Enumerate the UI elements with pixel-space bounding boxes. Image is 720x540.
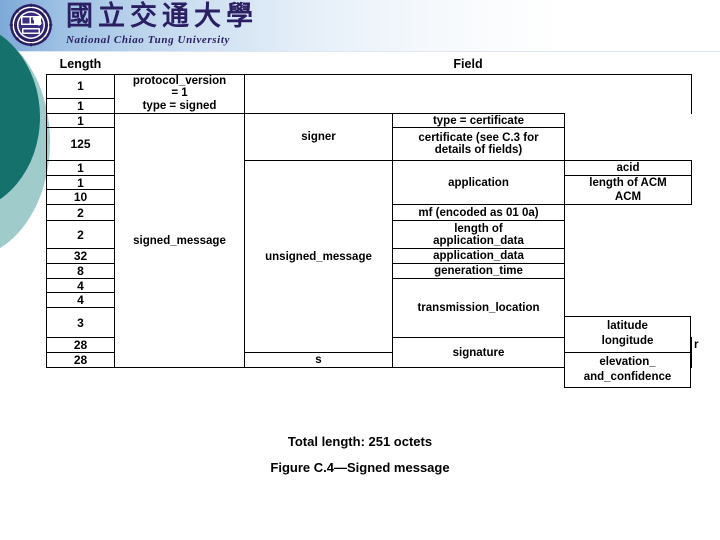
university-name-block: 國立交通大學 National Chiao Tung University — [66, 1, 326, 46]
field-certificate: certificate (see C.3 for details of fiel… — [392, 127, 565, 161]
length-cell: 4 — [46, 278, 115, 293]
length-app-data-line1: length of — [454, 222, 503, 235]
field-elevation-line2: and_confidence — [583, 371, 672, 383]
field-longitude: longitude — [601, 335, 654, 347]
certificate-line2: details of fields) — [434, 144, 523, 156]
field-signer: signer — [244, 113, 393, 161]
certificate-line1: certificate (see C.3 for — [418, 132, 539, 144]
latlong-group: latitude longitude — [565, 317, 690, 353]
university-seal-icon — [9, 3, 53, 47]
length-cell: 3 — [46, 307, 115, 338]
table-row: 8 generation_time — [46, 263, 692, 279]
table-row: 1 signed_message signer type = certifica… — [46, 113, 692, 368]
caption-figure-title: Figure C.4—Signed message — [270, 460, 450, 475]
table-header-row: Length Field — [46, 56, 692, 75]
university-name-chinese: 國立交通大學 — [66, 1, 258, 32]
protocol-version-line2: = 1 — [171, 86, 188, 99]
field-signed-message: signed_message — [114, 113, 245, 368]
caption-total-length: Total length: 251 octets — [287, 434, 433, 449]
length-cell: 32 — [46, 248, 115, 264]
length-cell: 28 — [46, 337, 115, 353]
field-type-signed: type = signed — [114, 98, 245, 114]
length-cell: 2 — [46, 204, 115, 221]
length-cell: 1 — [46, 175, 115, 190]
field-application: application — [392, 160, 565, 205]
empty-cell — [565, 114, 692, 161]
field-length-of-application-data: length of application_data — [392, 220, 565, 249]
length-cell: 8 — [46, 263, 115, 279]
table-row: 1 unsigned_message application acid — [46, 160, 693, 353]
field-s: s — [244, 352, 393, 368]
field-acm: ACM — [563, 189, 693, 205]
field-length-of-acm: length of ACM — [563, 175, 693, 190]
empty-cell — [243, 73, 693, 114]
table-row: 1 length of ACM — [46, 175, 693, 190]
header-divider — [0, 51, 720, 52]
field-type-certificate: type = certificate — [392, 113, 565, 128]
field-unsigned-message: unsigned_message — [244, 160, 393, 353]
table-row: 32 application_data — [46, 248, 692, 264]
transmission-location-subfields: latitude longitude elevation_ and_confid… — [564, 316, 691, 388]
length-cell: 28 — [46, 352, 115, 368]
length-cell: 1 — [46, 160, 115, 176]
field-generation-time: generation_time — [392, 263, 565, 279]
length-cell: 4 — [46, 292, 115, 308]
table-row: 1 protocol_version = 1 — [46, 73, 693, 114]
field-application-data: application_data — [392, 248, 565, 264]
field-mf: mf (encoded as 01 0a) — [392, 204, 565, 221]
elevation-group: elevation_ and_confidence — [565, 353, 690, 390]
table-row: 10 ACM — [46, 189, 693, 205]
figure-area: Length Field 1 protocol_version = 1 1 ty… — [0, 52, 720, 540]
field-signature: signature — [392, 337, 565, 368]
length-cell: 1 — [46, 113, 115, 128]
length-app-data-line2: application_data — [433, 234, 524, 247]
column-header-field: Field — [244, 56, 692, 75]
length-cell: 1 — [46, 73, 115, 99]
field-latitude: latitude — [607, 320, 648, 332]
table-row: 125 certificate (see C.3 for details of … — [46, 127, 692, 161]
field-acid: acid — [563, 160, 693, 176]
slide-header: 國立交通大學 National Chiao Tung University — [0, 0, 720, 52]
table-row: 28 s — [46, 352, 692, 368]
length-cell: 2 — [46, 220, 115, 249]
university-name-english: National Chiao Tung University — [66, 34, 230, 46]
header-spacer — [115, 56, 245, 74]
table-row: 2 mf (encoded as 01 0a) — [46, 204, 692, 221]
field-transmission-location: transmission_location — [392, 278, 565, 338]
protocol-version-line1: protocol_version — [132, 74, 227, 87]
signed-message-table: Length Field 1 protocol_version = 1 1 ty… — [46, 56, 699, 368]
length-cell: 125 — [46, 127, 115, 161]
column-header-length: Length — [46, 56, 115, 75]
table-row: 2 length of application_data — [46, 220, 692, 249]
field-elevation-line1: elevation_ — [599, 356, 656, 368]
length-cell: 10 — [46, 189, 115, 205]
field-protocol-version: protocol_version = 1 — [114, 73, 245, 99]
length-cell: 1 — [46, 98, 115, 114]
